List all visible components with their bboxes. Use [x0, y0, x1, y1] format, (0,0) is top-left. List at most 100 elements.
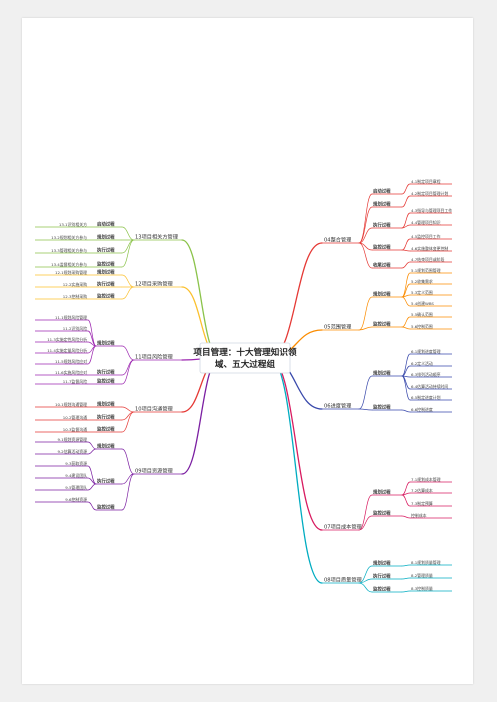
process-group-label[interactable]: 规划过程 — [373, 291, 391, 298]
group-edge — [358, 296, 373, 331]
process-leaf[interactable]: 9.2估算活动资源 — [57, 449, 87, 454]
process-leaf[interactable]: 5.4创建WBS — [411, 301, 434, 306]
process-group-label[interactable]: 启动过程 — [97, 221, 115, 228]
process-leaf[interactable]: 5.3定义范围 — [411, 290, 433, 295]
process-group-label[interactable]: 执行过程 — [97, 281, 115, 288]
process-leaf[interactable]: 4.5监控项目工作 — [411, 234, 441, 239]
process-group-label[interactable]: 执行过程 — [373, 573, 391, 580]
process-group-label[interactable]: 执行过程 — [97, 247, 115, 254]
process-leaf[interactable]: 4.4管理项目知识 — [411, 220, 441, 225]
process-leaf[interactable]: 11.5规划风险应对 — [55, 359, 87, 364]
branch-label[interactable]: 04整合管理 — [324, 236, 352, 244]
branch-label[interactable]: 12项目采购管理 — [135, 280, 174, 288]
process-leaf[interactable]: 控制成本 — [411, 513, 427, 518]
process-leaf[interactable]: 4.3指导与管理项目工作 — [411, 208, 452, 213]
process-leaf[interactable]: 13.2规划相关方参与 — [51, 235, 87, 240]
branch-label[interactable]: 13项目相关方管理 — [135, 233, 179, 241]
process-group-label[interactable]: 监控过程 — [97, 378, 115, 385]
process-leaf[interactable]: 11.2识别风险 — [63, 326, 87, 331]
process-group-label[interactable]: 监控过程 — [97, 426, 115, 433]
process-group-label[interactable]: 规划过程 — [97, 234, 115, 241]
process-leaf[interactable]: 4.1制定项目章程 — [411, 179, 441, 184]
process-group-label[interactable]: 规划过程 — [373, 489, 391, 496]
process-group-label[interactable]: 监控过程 — [373, 404, 391, 411]
process-leaf[interactable]: 9.4建设团队 — [65, 473, 87, 478]
process-group-label[interactable]: 收尾过程 — [373, 262, 391, 269]
process-leaf[interactable]: 11.6实施风险应对 — [55, 370, 87, 375]
leaf-edge — [401, 183, 411, 195]
leaf-edge — [401, 409, 411, 413]
process-group-label[interactable]: 执行过程 — [97, 478, 115, 485]
branch-label[interactable]: 05范围管理 — [324, 323, 352, 331]
process-leaf[interactable]: 11.3实施定性风险分析 — [47, 337, 87, 342]
process-group-label[interactable]: 监控过程 — [373, 586, 391, 593]
process-leaf[interactable]: 5.1规划范围管理 — [411, 268, 441, 273]
process-leaf[interactable]: 9.5管理团队 — [65, 485, 87, 490]
branch-label[interactable]: 11项目风险管理 — [135, 353, 174, 361]
process-leaf[interactable]: 12.3控制采购 — [63, 294, 87, 299]
process-group-label[interactable]: 规划过程 — [373, 560, 391, 567]
process-group-label[interactable]: 监控过程 — [373, 321, 391, 328]
process-leaf[interactable]: 13.4监督相关方参与 — [51, 262, 87, 267]
central-topic[interactable]: 项目管理：十大管理知识领 域、五大过程组 — [193, 342, 297, 374]
process-leaf[interactable]: 11.1规划风险管理 — [55, 315, 87, 320]
process-leaf[interactable]: 6.3排列活动顺序 — [411, 372, 441, 377]
process-group-label[interactable]: 执行过程 — [97, 369, 115, 376]
process-group-label[interactable]: 规划过程 — [97, 340, 115, 347]
process-leaf[interactable]: 6.2定义活动 — [411, 361, 433, 366]
process-leaf[interactable]: 9.6控制资源 — [65, 497, 87, 502]
process-leaf[interactable]: 7.3制定预算 — [411, 501, 433, 506]
process-group-label[interactable]: 监控过程 — [373, 244, 391, 251]
branch-label[interactable]: 09项目资源管理 — [135, 467, 174, 475]
process-leaf[interactable]: 4.7结束项目或阶段 — [411, 257, 445, 262]
process-leaf[interactable]: 6.6控制进度 — [411, 407, 433, 412]
process-group-label[interactable]: 监控过程 — [97, 504, 115, 511]
process-leaf[interactable]: 7.2估算成本 — [411, 488, 433, 493]
process-leaf[interactable]: 10.2管理沟通 — [63, 415, 87, 420]
process-group-label[interactable]: 监控过程 — [373, 510, 391, 517]
process-leaf[interactable]: 13.3管理相关方参与 — [51, 248, 87, 253]
branch-label[interactable]: 08项目质量管理 — [324, 576, 363, 584]
process-leaf[interactable]: 6.4估算活动持续时间 — [411, 384, 448, 389]
process-leaf[interactable]: 8.3控制质量 — [411, 586, 433, 591]
process-leaf[interactable]: 6.5制定进度计划 — [411, 395, 441, 400]
process-group-label[interactable]: 规划过程 — [97, 401, 115, 408]
process-group-label[interactable]: 监控过程 — [97, 261, 115, 268]
process-leaf[interactable]: 12.2实施采购 — [63, 282, 87, 287]
process-group-label[interactable]: 规划过程 — [373, 201, 391, 208]
group-edge — [121, 448, 135, 475]
process-leaf[interactable]: 6.1规划进度管理 — [411, 349, 441, 354]
process-group-label[interactable]: 启动过程 — [373, 188, 391, 195]
process-leaf[interactable]: 9.1规划资源管理 — [57, 437, 87, 442]
leaf-edge — [401, 212, 411, 229]
process-group-label[interactable]: 执行过程 — [97, 414, 115, 421]
process-leaf[interactable]: 13.1识别相关方 — [59, 222, 87, 227]
process-leaf[interactable]: 11.7监督风险 — [63, 379, 87, 384]
process-leaf[interactable]: 10.1规划沟通管理 — [55, 402, 87, 407]
process-group-label[interactable]: 监控过程 — [97, 293, 115, 300]
process-leaf[interactable]: 11.4实施定量风险分析 — [47, 348, 87, 353]
process-leaf[interactable]: 5.6控制范围 — [411, 324, 433, 329]
process-leaf[interactable]: 12.1规划采购管理 — [55, 270, 87, 275]
process-leaf[interactable]: 4.6实施整体变更控制 — [411, 246, 448, 251]
central-topic-line-2: 域、五大过程组 — [215, 358, 276, 370]
process-leaf[interactable]: 4.2制定项目管理计划 — [411, 191, 448, 196]
process-leaf[interactable]: 7.1规划成本管理 — [411, 477, 441, 482]
process-leaf[interactable]: 9.3获取资源 — [65, 461, 87, 466]
process-group-label[interactable]: 规划过程 — [97, 269, 115, 276]
process-leaf[interactable]: 8.1规划质量管理 — [411, 560, 441, 565]
group-edge — [358, 582, 373, 593]
leaf-edge — [401, 494, 411, 507]
process-group-label[interactable]: 规划过程 — [97, 443, 115, 450]
process-leaf[interactable]: 10.3监督沟通 — [63, 427, 87, 432]
process-leaf[interactable]: 5.2收集需求 — [411, 279, 433, 284]
process-leaf[interactable]: 5.5确认范围 — [411, 312, 433, 317]
branch-label[interactable]: 06进度管理 — [324, 402, 352, 410]
process-group-label[interactable]: 规划过程 — [373, 370, 391, 377]
branch-label[interactable]: 10项目沟通管理 — [135, 405, 174, 413]
branch-label[interactable]: 07项目成本管理 — [324, 523, 363, 531]
process-group-label[interactable]: 执行过程 — [373, 222, 391, 229]
process-leaf[interactable]: 8.2管理质量 — [411, 573, 433, 578]
